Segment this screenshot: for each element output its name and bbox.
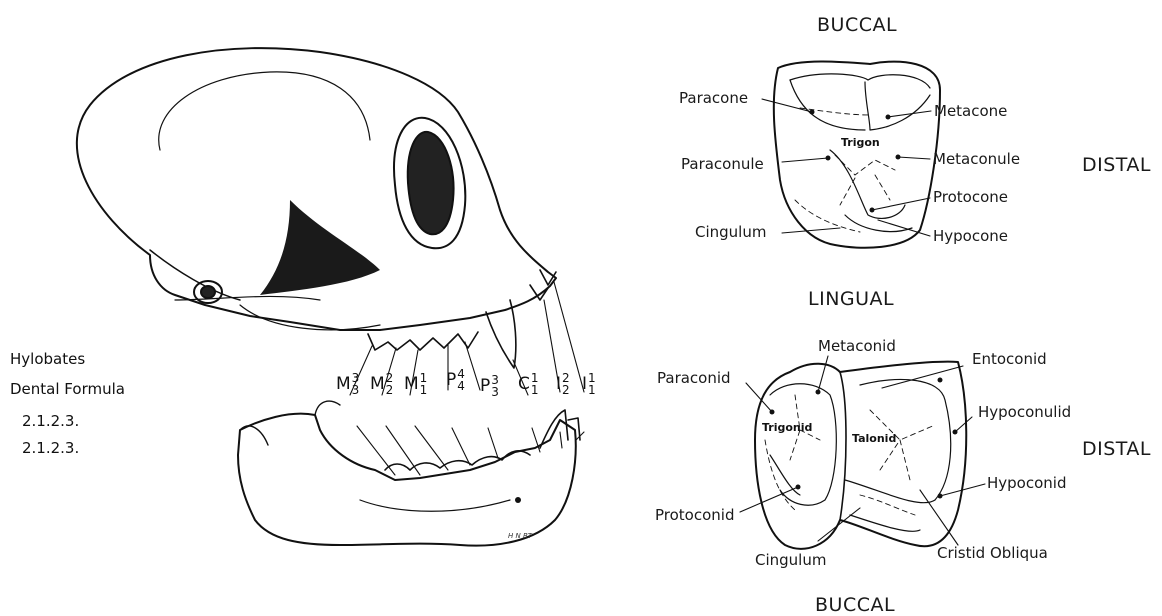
artist-initials: H N BT [508,532,532,540]
protocone-label: Protocone [933,190,1008,205]
upper-formula: 2.1.2.3. [22,414,79,429]
upper-molar-pointers [762,99,931,236]
mandible [238,401,576,545]
upper-distal-label: DISTAL [1082,156,1151,175]
lower-cingulum-label: Cingulum [755,553,826,568]
trigonid-label: Trigonid [762,422,812,433]
upper-molar-outline [774,62,940,248]
hypoconid-label: Hypoconid [987,476,1066,491]
genus-name: Hylobates [10,352,85,367]
lower-buccal-label: BUCCAL [815,596,895,615]
metaconule-label: Metaconule [933,152,1020,167]
talonid-label: Talonid [852,433,896,444]
trigon-label: Trigon [841,137,880,148]
lower-formula: 2.1.2.3. [22,441,79,456]
temporal-shadow [260,200,380,295]
paraconule-label: Paraconule [681,157,764,172]
lower-distal-label: DISTAL [1082,440,1151,459]
formula-title: Dental Formula [10,382,125,397]
skull-cranium [77,48,556,330]
protoconid-label: Protoconid [655,508,734,523]
upper-buccal-label: BUCCAL [817,16,897,35]
hypoconulid-label: Hypoconulid [978,405,1071,420]
paraconid-label: Paraconid [657,371,731,386]
entoconid-label: Entoconid [972,352,1047,367]
lower-molar-outline [755,362,966,549]
metacone-label: Metacone [934,104,1007,119]
upper-lingual-label: LINGUAL [808,290,894,309]
hypocone-label: Hypocone [933,229,1008,244]
cristid-obliqua-label: Cristid Obliqua [937,546,1048,561]
orbit [394,118,465,248]
paracone-label: Paracone [679,91,748,106]
metaconid-label: Metaconid [818,339,896,354]
upper-cingulum-label: Cingulum [695,225,766,240]
